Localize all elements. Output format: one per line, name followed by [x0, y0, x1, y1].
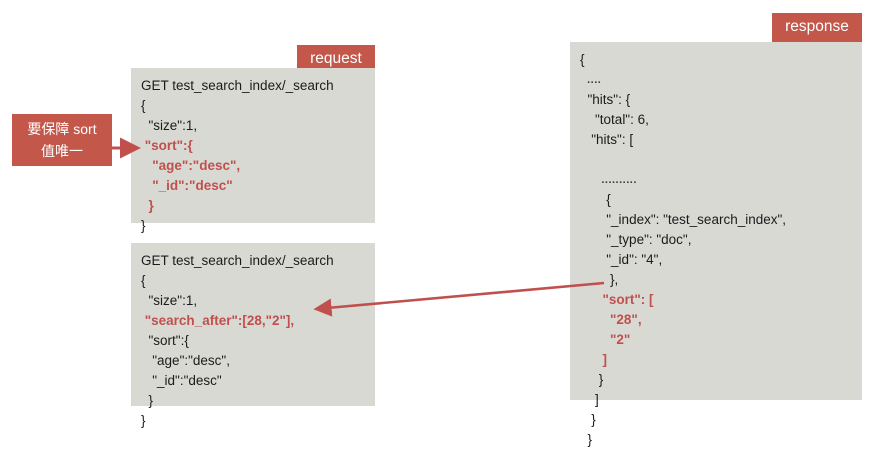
- code-line: "age":"desc",: [141, 353, 230, 368]
- sort-uniqueness-note: 要保障 sort 值唯一: [12, 114, 112, 166]
- diagram-canvas: request response GET test_search_index/_…: [12, 13, 862, 447]
- code-line: "hits": [: [580, 132, 634, 147]
- code-line: ....: [580, 74, 602, 86]
- code-line: "sort":{: [141, 138, 193, 153]
- code-line: "total": 6,: [580, 112, 649, 127]
- code-line: ..........: [580, 174, 637, 186]
- code-line: "size":1,: [141, 293, 198, 308]
- code-line: "size":1,: [141, 118, 198, 133]
- code-line: "sort":{: [141, 333, 189, 348]
- code-line: "_index": "test_search_index",: [580, 212, 787, 227]
- code-line: }: [580, 372, 604, 387]
- code-line: ]: [580, 392, 599, 407]
- code-line: },: [580, 272, 619, 287]
- code-line: "search_after":[28,"2"],: [141, 313, 295, 328]
- code-line: }: [580, 412, 596, 427]
- request-code-panel-second: GET test_search_index/_search { "size":1,…: [131, 243, 375, 428]
- code-line: "age":"desc",: [141, 158, 241, 173]
- note-line-2: 值唯一: [41, 143, 83, 159]
- code-line: GET test_search_index/_search: [141, 253, 334, 268]
- request-code-panel-first: GET test_search_index/_search { "size":1,…: [131, 68, 375, 233]
- code-line: "_id":"desc": [141, 178, 233, 193]
- code-line: [580, 150, 852, 170]
- code-line: "_type": "doc",: [580, 232, 692, 247]
- code-line: }: [141, 198, 154, 213]
- code-line: "2": [580, 332, 631, 347]
- code-line: {: [141, 98, 146, 113]
- code-line: }: [141, 413, 146, 428]
- code-line: "sort": [: [580, 292, 654, 307]
- note-line-1: 要保障 sort: [27, 121, 97, 137]
- response-label: response: [772, 13, 862, 42]
- code-line: GET test_search_index/_search: [141, 78, 334, 93]
- code-line: "28",: [580, 312, 642, 327]
- code-line: }: [141, 218, 146, 233]
- code-line: ]: [580, 352, 608, 367]
- code-line: }: [141, 393, 154, 408]
- code-line: {: [141, 273, 146, 288]
- code-line: {: [580, 192, 611, 207]
- response-code-panel: { .... "hits": { "total": 6, "hits": [ .…: [570, 42, 862, 447]
- code-line: {: [580, 52, 585, 67]
- code-line: "hits": {: [580, 92, 631, 107]
- code-line: "_id":"desc": [141, 373, 222, 388]
- code-line: }: [580, 432, 593, 447]
- code-line: "_id": "4",: [580, 252, 663, 267]
